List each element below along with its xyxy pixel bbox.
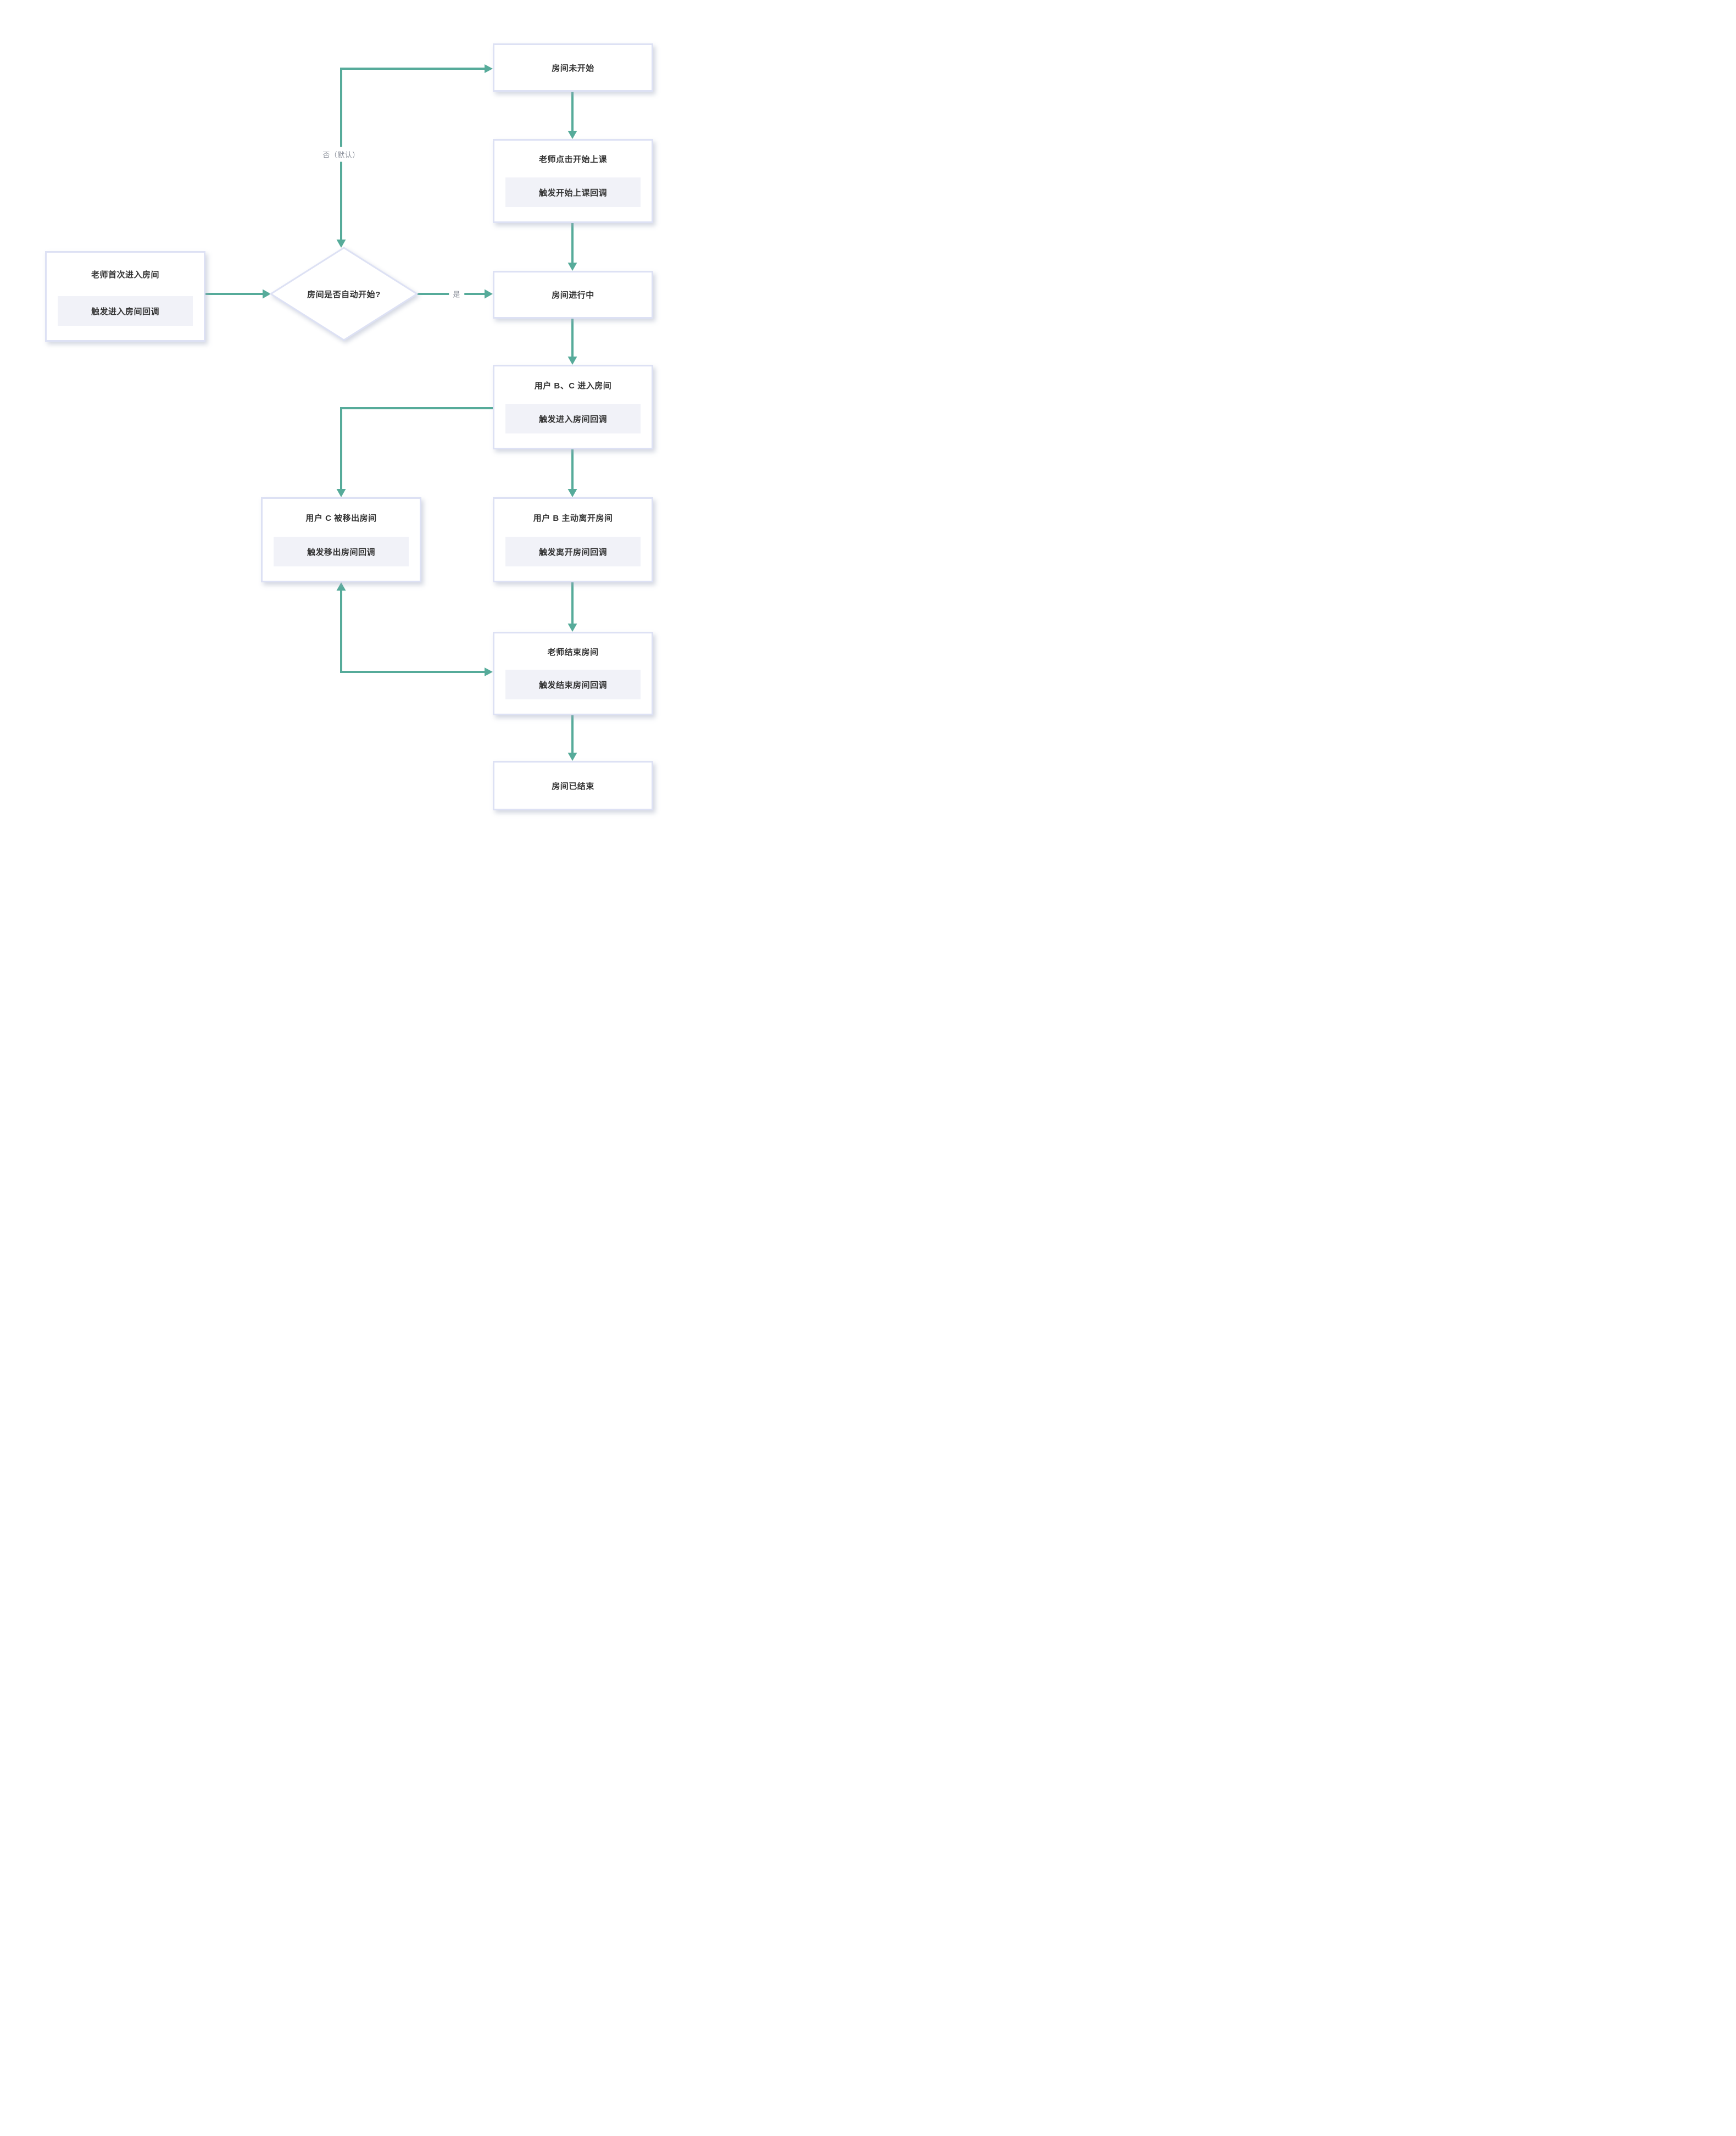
flowchart-canvas: 房间未开始 老师点击开始上课 触发开始上课回调 老师首次进入房间 触发进入房间回… (0, 0, 694, 855)
diamond-shape-icon (269, 247, 419, 341)
node-users-bc-enter: 用户 B、C 进入房间 触发进入房间回调 (493, 365, 653, 449)
arrowhead-right-icon (485, 64, 493, 73)
node-title: 老师结束房间 (547, 647, 599, 657)
arrowhead-up-icon (336, 582, 346, 591)
node-user-b-leaves: 用户 B 主动离开房间 触发离开房间回调 (493, 497, 653, 582)
arrowhead-right-icon (485, 668, 493, 676)
node-title: 房间进行中 (552, 291, 594, 300)
arrowhead-down-icon (567, 624, 577, 632)
node-title: 用户 B、C 进入房间 (534, 381, 612, 391)
node-room-not-started: 房间未开始 (493, 43, 653, 92)
node-callback-callout: 触发离开房间回调 (505, 537, 641, 566)
node-callback-callout: 触发结束房间回调 (505, 670, 641, 699)
node-teacher-first-enter: 老师首次进入房间 触发进入房间回调 (45, 251, 205, 342)
node-user-c-removed: 用户 C 被移出房间 触发移出房间回调 (261, 497, 421, 582)
node-callback-callout: 触发开始上课回调 (505, 177, 641, 207)
node-title: 老师首次进入房间 (91, 270, 159, 280)
node-teacher-click-start: 老师点击开始上课 触发开始上课回调 (493, 139, 653, 223)
node-auto-start-decision: 房间是否自动开始? (269, 247, 419, 341)
arrowhead-down-icon (336, 489, 346, 497)
arrowhead-down-icon (567, 131, 577, 139)
node-title: 房间未开始 (552, 63, 594, 73)
node-callback-callout: 触发进入房间回调 (58, 296, 193, 326)
arrowhead-down-icon (567, 489, 577, 497)
arrowhead-right-icon (485, 289, 493, 299)
node-callback-callout: 触发进入房间回调 (505, 404, 641, 433)
node-title: 房间是否自动开始? (307, 290, 381, 299)
arrowhead-down-icon (567, 357, 577, 365)
node-room-in-progress: 房间进行中 (493, 271, 653, 319)
node-callback-callout: 触发移出房间回调 (274, 537, 409, 566)
node-room-ended: 房间已结束 (493, 761, 653, 810)
node-title: 老师点击开始上课 (538, 155, 607, 164)
edge-label-no-default: 否（默认） (319, 147, 364, 162)
node-teacher-ends-room: 老师结束房间 触发结束房间回调 (493, 632, 653, 715)
edge-label-yes: 是 (449, 286, 464, 302)
node-title: 用户 B 主动离开房间 (533, 514, 613, 523)
edge-ends-room-c-removed (340, 591, 485, 673)
edge-bc-enter-to-c-removed (340, 407, 493, 490)
arrowhead-down-icon (567, 753, 577, 761)
arrowhead-down-icon (567, 263, 577, 271)
node-title: 房间已结束 (552, 781, 594, 791)
node-title: 用户 C 被移出房间 (305, 514, 377, 523)
